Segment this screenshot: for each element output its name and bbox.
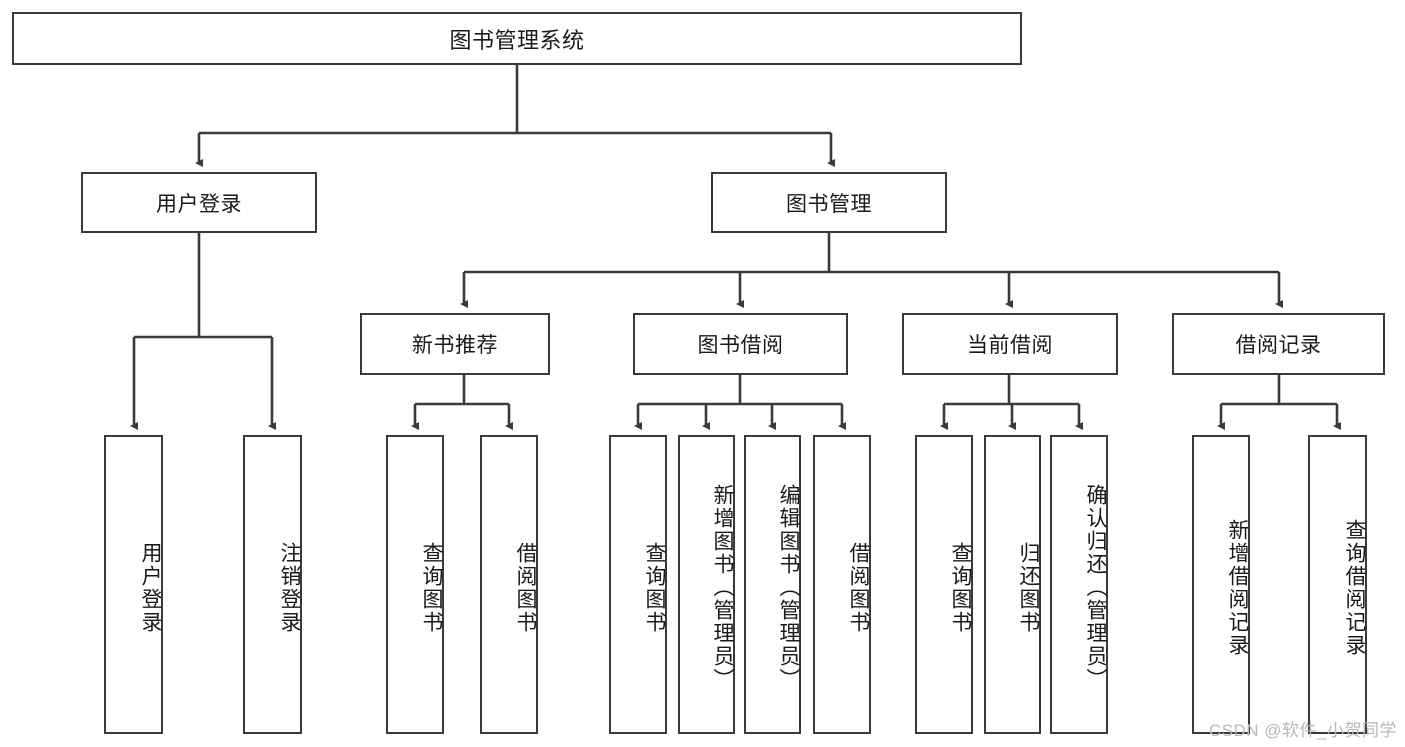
leaf-borrow-book-label: 借阅图书 bbox=[847, 541, 870, 634]
node-root-label: 图书管理系统 bbox=[449, 27, 585, 53]
leaf-query-borrow-record[interactable]: 查询借阅记录 bbox=[1308, 435, 1367, 734]
node-new-book-recommend[interactable]: 新书推荐 bbox=[360, 313, 550, 375]
node-root-book-management-system[interactable]: 图书管理系统 bbox=[12, 12, 1022, 65]
node-user-login-label: 用户登录 bbox=[156, 192, 242, 216]
leaf-add-borrow-record[interactable]: 新增借阅记录 bbox=[1192, 435, 1250, 734]
node-borrow-record-label: 借阅记录 bbox=[1235, 334, 1322, 357]
leaf-new-book-borrow-label: 借阅图书 bbox=[514, 541, 537, 634]
leaf-user-login-label: 用户登录 bbox=[139, 541, 162, 634]
leaf-logout-label: 注销登录 bbox=[278, 541, 301, 634]
leaf-add-book-admin[interactable]: 新增图书（管理员） bbox=[678, 435, 735, 734]
leaf-edit-book-admin[interactable]: 编辑图书（管理员） bbox=[744, 435, 801, 734]
leaf-edit-book-admin-label: 编辑图书（管理员） bbox=[777, 484, 800, 691]
node-book-management[interactable]: 图书管理 bbox=[711, 172, 947, 233]
leaf-borrow-query-book-label: 查询图书 bbox=[643, 541, 666, 634]
leaf-user-login[interactable]: 用户登录 bbox=[104, 435, 163, 734]
leaf-borrow-book[interactable]: 借阅图书 bbox=[813, 435, 871, 734]
leaf-current-query-book[interactable]: 查询图书 bbox=[915, 435, 973, 734]
leaf-query-borrow-record-label: 查询借阅记录 bbox=[1343, 518, 1366, 657]
node-current-borrow[interactable]: 当前借阅 bbox=[902, 313, 1118, 375]
leaf-new-book-query[interactable]: 查询图书 bbox=[386, 435, 444, 734]
leaf-return-book-label: 归还图书 bbox=[1017, 541, 1040, 634]
node-borrow-record[interactable]: 借阅记录 bbox=[1172, 313, 1385, 375]
leaf-confirm-return-admin[interactable]: 确认归还（管理员） bbox=[1050, 435, 1108, 734]
leaf-current-query-book-label: 查询图书 bbox=[949, 541, 972, 634]
leaf-add-borrow-record-label: 新增借阅记录 bbox=[1226, 518, 1249, 657]
leaf-new-book-borrow[interactable]: 借阅图书 bbox=[480, 435, 538, 734]
node-user-login[interactable]: 用户登录 bbox=[81, 172, 317, 233]
node-book-borrow[interactable]: 图书借阅 bbox=[633, 313, 848, 375]
node-new-book-recommend-label: 新书推荐 bbox=[412, 334, 498, 357]
leaf-return-book[interactable]: 归还图书 bbox=[984, 435, 1041, 734]
watermark-text: CSDN @软件_小贺同学 bbox=[1208, 721, 1397, 740]
node-current-borrow-label: 当前借阅 bbox=[967, 334, 1053, 357]
leaf-logout[interactable]: 注销登录 bbox=[243, 435, 302, 734]
leaf-add-book-admin-label: 新增图书（管理员） bbox=[711, 484, 734, 691]
leaf-confirm-return-admin-label: 确认归还（管理员） bbox=[1084, 484, 1107, 691]
leaf-borrow-query-book[interactable]: 查询图书 bbox=[609, 435, 667, 734]
node-book-borrow-label: 图书借阅 bbox=[697, 334, 784, 357]
leaf-new-book-query-label: 查询图书 bbox=[420, 541, 443, 634]
node-book-management-label: 图书管理 bbox=[786, 192, 872, 216]
